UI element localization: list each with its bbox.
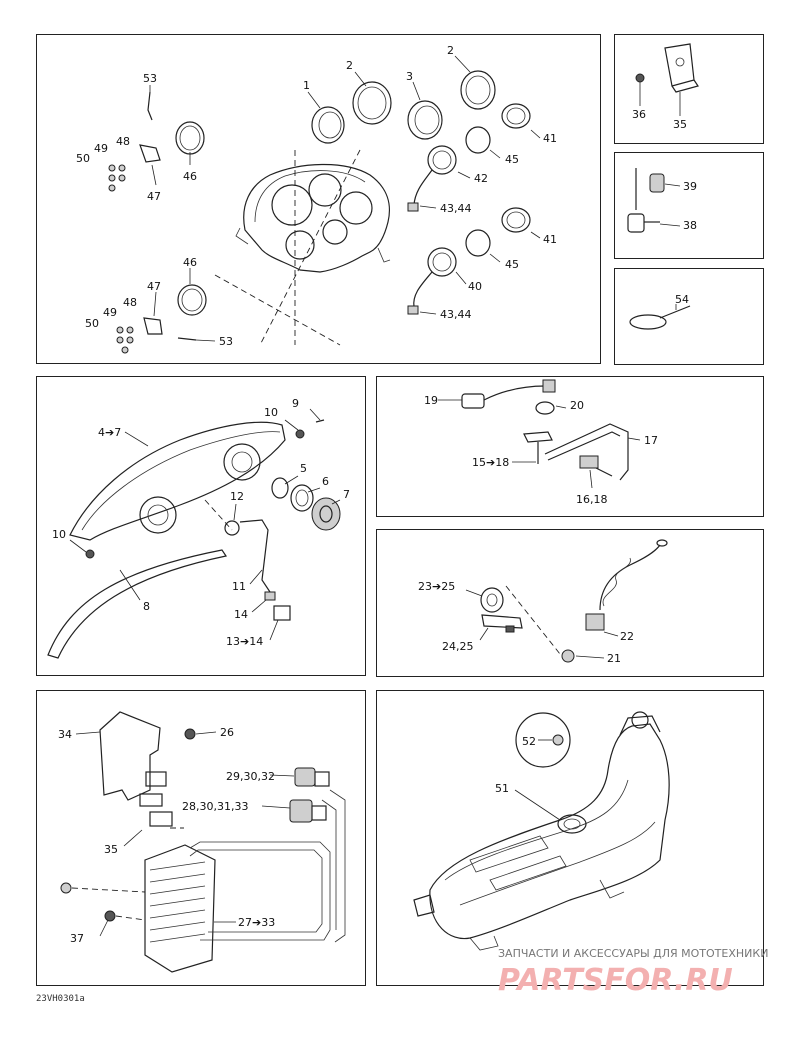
callout-50b: 50 (85, 317, 99, 330)
bracket-drawing: 36 35 (632, 43, 699, 131)
callout-17: 17 (644, 434, 658, 447)
callout-24-25: 24,25 (442, 640, 474, 653)
callout-47: 47 (147, 190, 161, 203)
callout-45: 45 (505, 153, 519, 166)
headlight-drawing: 9 10 4➔7 5 6 7 12 10 8 11 14 13➔14 (47, 397, 350, 659)
panel-sender (614, 152, 764, 259)
callout-22: 22 (620, 630, 634, 643)
callout-49b: 49 (103, 306, 117, 319)
callout-51: 51 (495, 782, 509, 795)
callout-48b: 48 (123, 296, 137, 309)
callout-11: 11 (232, 580, 246, 593)
callout-15-18: 15➔18 (472, 456, 509, 469)
callout-16-18: 16,18 (576, 493, 608, 506)
callout-52: 52 (522, 735, 536, 748)
callout-48: 48 (116, 135, 130, 148)
callout-53: 53 (143, 72, 157, 85)
callout-5: 5 (300, 462, 307, 475)
callout-26: 26 (220, 726, 234, 739)
callout-38: 38 (683, 219, 697, 232)
callout-37: 37 (70, 932, 84, 945)
callout-49: 49 (94, 142, 108, 155)
cable-tie-drawing: 54 (629, 293, 691, 330)
callout-41: 41 (543, 132, 557, 145)
callout-21: 21 (607, 652, 621, 665)
callout-42: 42 (474, 172, 488, 185)
callout-9: 9 (292, 397, 299, 410)
callout-34: 34 (58, 728, 72, 741)
callout-36: 36 (632, 108, 646, 121)
panel-headlight (36, 376, 366, 676)
callout-13-14: 13➔14 (226, 635, 263, 648)
callout-4-7: 4➔7 (98, 426, 121, 439)
callout-23-25: 23➔25 (418, 580, 455, 593)
callout-19: 19 (424, 394, 438, 407)
callout-40: 40 (468, 280, 482, 293)
callout-35: 35 (104, 843, 118, 856)
watermark-brand: PARTSFOR.RU (498, 963, 733, 998)
callout-50: 50 (76, 152, 90, 165)
callout-35: 35 (673, 118, 687, 131)
watermark: ЗАПЧАСТИ И АКСЕССУАРЫ ДЛЯ МОТОТЕХНИКИ PA… (498, 947, 768, 998)
callout-53b: 53 (219, 335, 233, 348)
callout-6: 6 (322, 475, 329, 488)
drawing-code: 23VH0301a (36, 994, 85, 1004)
callout-12: 12 (230, 490, 244, 503)
callout-46b: 46 (183, 256, 197, 269)
callout-29-30-32: 29,30,32 (226, 770, 275, 783)
regulator-drawing: 34 26 29,30,32 28,30,31,33 35 27➔33 37 (58, 711, 346, 973)
callout-10b: 10 (52, 528, 66, 541)
panel-fuel-tank (376, 690, 764, 986)
callout-8: 8 (143, 600, 150, 613)
callout-14: 14 (234, 608, 248, 621)
callout-2b: 2 (447, 44, 454, 57)
callout-7: 7 (343, 488, 350, 501)
instrument-cluster-drawing: 1 2 3 2 53 49 48 50 46 47 41 45 42 43,44… (76, 44, 557, 354)
callout-47b: 47 (147, 280, 161, 293)
callout-1: 1 (303, 79, 310, 92)
callout-39: 39 (683, 180, 697, 193)
panel-harness (376, 376, 764, 517)
callout-43-44b: 43,44 (440, 308, 472, 321)
sender-drawing: 39 38 (627, 168, 697, 233)
lanyard-drawing: 23➔25 24,25 22 21 (418, 539, 668, 665)
callout-46: 46 (183, 170, 197, 183)
callout-20: 20 (570, 399, 584, 412)
callout-10: 10 (264, 406, 278, 419)
harness-drawing: 19 20 17 15➔18 16,18 (424, 379, 658, 506)
callout-2: 2 (346, 59, 353, 72)
panel-instruments (36, 34, 601, 364)
watermark-tagline: ЗАПЧАСТИ И АКСЕССУАРЫ ДЛЯ МОТОТЕХНИКИ (498, 947, 768, 960)
callout-28-30-31-33: 28,30,31,33 (182, 800, 248, 813)
fuel-tank-drawing: 52 51 (413, 711, 670, 951)
callout-41b: 41 (543, 233, 557, 246)
callout-54: 54 (675, 293, 689, 306)
callout-43-44: 43,44 (440, 202, 472, 215)
callout-45b: 45 (505, 258, 519, 271)
panel-regulator (36, 690, 366, 986)
callout-27-33: 27➔33 (238, 916, 275, 929)
callout-3: 3 (406, 70, 413, 83)
